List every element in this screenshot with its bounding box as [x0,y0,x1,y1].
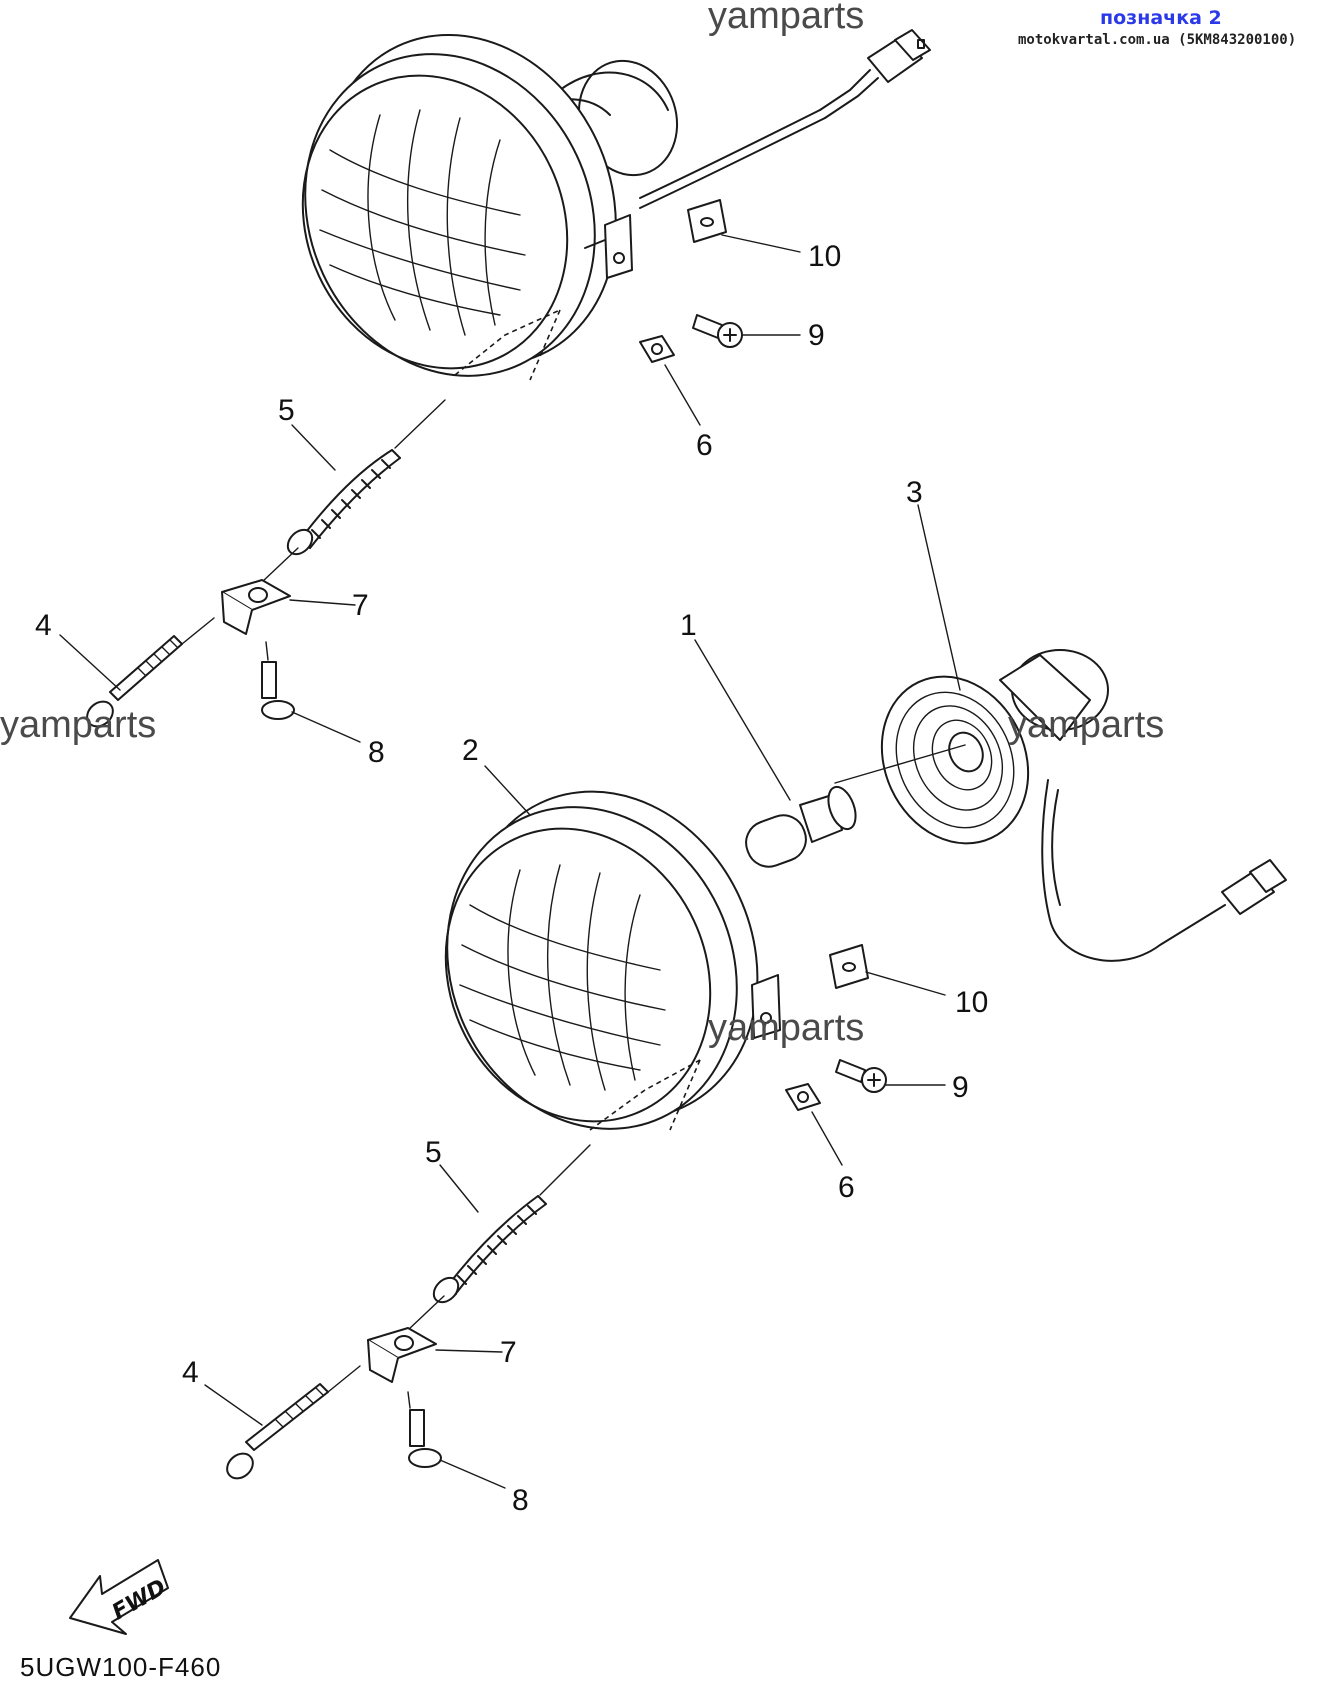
part-3-socket [834,649,1109,845]
upper-wire-harness [639,29,931,209]
lower-part-8-screw [407,1391,442,1468]
lower-part-9-screw [835,1059,887,1093]
callout-7-upper: 7 [352,589,369,622]
stamp-title: позначка 2 [1100,7,1222,29]
bulb-and-socket [745,649,1287,962]
callout-8-lower: 8 [512,1484,529,1517]
socket-wire-harness [1041,779,1287,962]
upper-part-10-clip [687,199,727,243]
callout-10-upper: 10 [808,240,841,273]
upper-part-7-bracket [221,579,291,635]
lower-part-4-bolt [226,1365,361,1480]
lower-lamp-body [444,790,759,1131]
upper-part-9-screw [692,314,743,348]
upper-part-6-nut [639,335,675,363]
upper-headlight-assembly [86,29,931,728]
callout-9-lower: 9 [952,1071,969,1104]
stamp: позначка 2 motokvartal.com.ua (5KM843200… [1018,7,1296,48]
callout-5-upper: 5 [278,394,295,427]
stamp-subtitle: motokvartal.com.ua (5KM843200100) [1018,32,1296,48]
watermark-right: yamparts [1008,704,1164,746]
lower-headlight-assembly [226,790,887,1480]
callout-9-upper: 9 [808,319,825,352]
lower-part-10-clip [829,944,869,989]
callout-6-lower: 6 [838,1171,855,1204]
callout-5-lower: 5 [425,1136,442,1169]
callout-10-lower: 10 [955,986,988,1019]
watermarks: yamparts yamparts yamparts yamparts [0,0,1164,1049]
upper-lamp-body [301,33,617,381]
upper-part-4-bolt [86,617,215,728]
upper-part-5-spring [261,399,446,583]
callout-numbers: 10 9 6 5 7 4 8 3 1 2 10 9 6 5 7 4 8 [35,240,988,1517]
fwd-arrow-icon: FWD [69,1559,171,1635]
watermark-center: yamparts [708,1007,864,1049]
callout-4-upper: 4 [35,609,52,642]
upper-part-8-screw [261,641,295,720]
callout-7-lower: 7 [500,1336,517,1369]
diagram-code: 5UGW100-F460 [20,1652,221,1682]
part-1-bulb [745,785,857,868]
upper-mount-bracket [584,214,633,279]
lower-part-7-bracket [367,1327,437,1383]
callout-4-lower: 4 [182,1356,199,1389]
watermark-top: yamparts [708,0,864,37]
leader-lines [59,234,961,1489]
callout-6-upper: 6 [696,429,713,462]
lower-part-6-nut [785,1083,821,1111]
callout-2: 2 [462,734,479,767]
callout-1: 1 [680,609,697,642]
lower-part-5-spring [407,1144,591,1331]
lower-mount-bracket [751,974,781,1039]
callout-3: 3 [906,476,923,509]
callout-8-upper: 8 [368,736,385,769]
watermark-left: yamparts [0,704,156,746]
